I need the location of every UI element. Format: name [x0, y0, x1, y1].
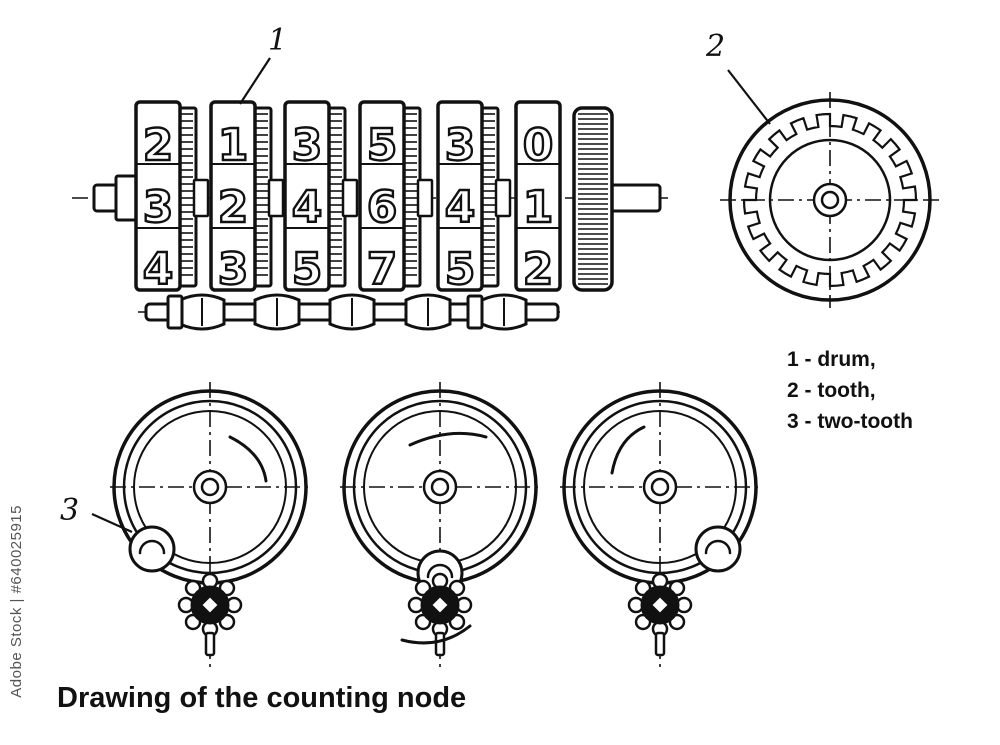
pinion-center: [650, 595, 670, 615]
pinion-center: [200, 595, 220, 615]
callout-2-leader: [727, 69, 771, 125]
drum-digit: 4: [445, 182, 476, 233]
drum-digit: 3: [218, 244, 249, 295]
drum-digit: 7: [367, 244, 398, 295]
notch-tooth: [138, 539, 166, 555]
pinion-stem: [434, 631, 446, 657]
callout-1-leader: [239, 57, 271, 105]
shaft-right-end: [608, 183, 662, 213]
drum-body: [283, 100, 331, 292]
drum-body: [358, 100, 406, 292]
legend-item-tooth: 2 - tooth,: [787, 379, 876, 402]
legend-item-drum: 1 - drum,: [787, 348, 876, 371]
drum-digit: 2: [143, 120, 174, 171]
legend: 1 - drum, 2 - tooth, 3 - two-tooth: [787, 344, 913, 437]
drum-wheel: 1 2 3: [209, 100, 285, 296]
drum-digit: 1: [218, 120, 249, 171]
drum-digit: 3: [292, 120, 323, 171]
rotation-view: [560, 382, 760, 667]
shaft-collar: [166, 294, 184, 330]
pinion-center: [430, 595, 450, 615]
drum-digit: 5: [292, 244, 323, 295]
drum-wheel: 3 4 5: [436, 100, 512, 296]
diagram-caption: Drawing of the counting node: [57, 682, 467, 714]
stock-watermark: Adobe Stock | #640025915: [8, 505, 25, 698]
drum-digit: 6: [367, 182, 398, 233]
drum-wheel: 2 3 4: [134, 100, 210, 296]
wheel-inner-rim: [768, 138, 892, 262]
drum-digit: 2: [218, 182, 249, 233]
rotation-arrow: [610, 425, 646, 475]
drum-hub-inner: [650, 477, 670, 497]
rotation-view: [110, 382, 310, 667]
drum-digit: 4: [292, 182, 323, 233]
notch-tooth: [426, 563, 454, 579]
drum-body: [134, 100, 182, 292]
drum-wheel: 0 1 2: [514, 100, 562, 296]
tooth-wheel-view: [720, 92, 940, 308]
rotation-arrow: [408, 431, 488, 447]
shaft-collar: [466, 294, 484, 330]
drum-body: [209, 100, 257, 292]
two-tooth-notch: [128, 525, 176, 573]
drum-inner-ring: [133, 410, 287, 564]
pinion-rotation-arrow: [400, 624, 472, 645]
drum-digit: 3: [445, 120, 476, 171]
callout-2: 2: [705, 29, 725, 64]
drum-spacer: [192, 178, 210, 218]
drum-digit: 0: [523, 120, 554, 171]
drum-wheel: 5 6 7: [358, 100, 434, 296]
drum-inner-ring: [583, 410, 737, 564]
drum-spacer: [341, 178, 359, 218]
drum-digit: 1: [523, 182, 554, 233]
wheel-hub-inner: [820, 190, 840, 210]
callout-1: 1: [268, 23, 287, 58]
pinion-stem: [204, 631, 216, 657]
callout-3: 3: [60, 493, 79, 528]
wheel-tooth-ring: [742, 112, 918, 288]
drum-body: [436, 100, 484, 292]
drum-spacer: [267, 178, 285, 218]
rotation-view: [340, 382, 540, 667]
drum-hub-inner: [430, 477, 450, 497]
drum-digit: 4: [143, 244, 174, 295]
drum-hub-inner: [200, 477, 220, 497]
drum-spacer: [494, 178, 512, 218]
wheel-outer-rim: [728, 98, 932, 302]
drum-digit: 5: [445, 244, 476, 295]
drum-digit: 3: [143, 182, 174, 233]
drum-wheel: 3 4 5: [283, 100, 359, 296]
rotation-arrow: [228, 435, 268, 483]
pinion-stem: [654, 631, 666, 657]
notch-tooth: [704, 539, 732, 555]
rotation-sequence: [110, 382, 760, 667]
drum-digit: 5: [367, 120, 398, 171]
legend-item-two-tooth: 3 - two-tooth: [787, 410, 913, 433]
drum-spacer: [416, 178, 434, 218]
two-tooth-notch: [694, 525, 742, 573]
drum-digit: 2: [523, 244, 554, 295]
drum-body: [514, 100, 562, 292]
callout-3-leader: [91, 512, 133, 534]
